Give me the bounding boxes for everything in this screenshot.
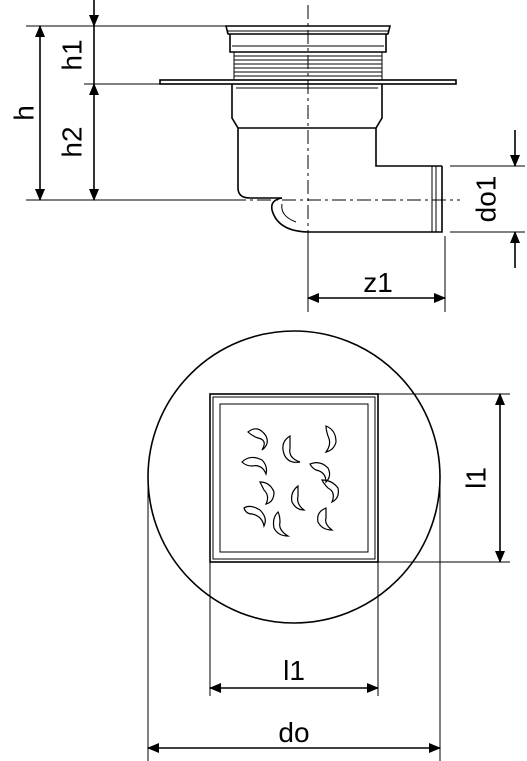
grate-top — [224, 25, 392, 35]
thread — [233, 51, 383, 81]
grate-frame-outer — [209, 393, 379, 563]
grate-frame-inner — [212, 396, 376, 560]
lower-body — [237, 128, 282, 199]
label-do: do — [278, 717, 309, 748]
grate-plate — [219, 403, 369, 553]
extension-lines — [26, 25, 525, 312]
label-z1: z1 — [363, 267, 393, 298]
label-h1: h1 — [56, 39, 87, 70]
label-h2: h2 — [56, 126, 87, 157]
flange — [159, 79, 457, 85]
dimension-lines — [35, 0, 520, 303]
top-view — [147, 330, 510, 761]
label-l1-right: l1 — [460, 467, 491, 489]
label-l1-bottom: l1 — [283, 655, 305, 686]
top-extension-lines — [147, 393, 510, 761]
label-h: h — [8, 105, 39, 121]
side-view — [26, 0, 525, 312]
flange-circle — [147, 330, 441, 624]
top-dimension-lines — [147, 393, 505, 753]
upper-body — [231, 84, 383, 129]
grate-pattern — [241, 425, 339, 537]
elbow — [270, 197, 311, 233]
label-do1: do1 — [470, 176, 501, 223]
outlet-pipe — [310, 166, 443, 233]
